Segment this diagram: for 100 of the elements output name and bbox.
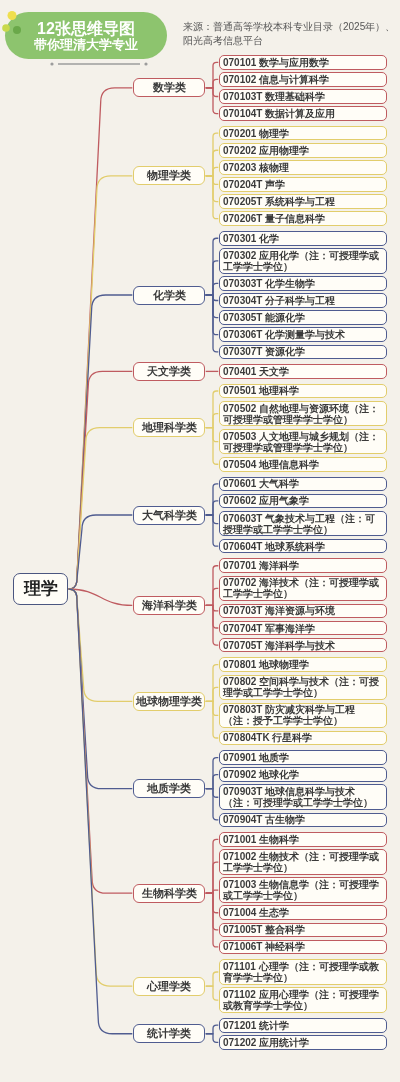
- major-box: [219, 456, 387, 472]
- major-label: 070502 自然地理与资源环境（注：可授理学或管理学学士学位）: [223, 402, 381, 425]
- major-box: [219, 510, 387, 537]
- major-label: 070702 海洋技术（注：可授理学或工学学士学位）: [223, 577, 381, 600]
- major-box: [219, 959, 387, 985]
- major-box: [219, 922, 387, 938]
- branch-line: [205, 175, 219, 220]
- major-label: 070102 信息与计算科学: [223, 73, 330, 85]
- major-box: [219, 812, 387, 828]
- category-box: [133, 166, 205, 186]
- major-box: [219, 125, 387, 141]
- category-box: [133, 418, 205, 438]
- category-label: 地理科学类: [141, 421, 197, 435]
- major-box: [219, 987, 387, 1013]
- major-box: [219, 364, 387, 379]
- major-label: 070801 地球物理学: [223, 659, 310, 671]
- major-box: [219, 832, 387, 847]
- major-label: 070804TK 行星科学: [223, 732, 313, 744]
- root-box: [13, 573, 68, 605]
- title: 12张思维导图: [37, 18, 135, 37]
- category-label: 地球物理学类: [136, 694, 202, 708]
- major-box: [219, 538, 387, 554]
- branch-line: [205, 892, 219, 948]
- category-label: 统计学类: [147, 1027, 191, 1041]
- major-label: 070704T 军事海洋学: [223, 622, 316, 634]
- source-note: 来源：普通高等学校本科专业目录（2025年）、阳光高考信息平台: [183, 20, 397, 47]
- major-label: 070705T 海洋科学与技术: [223, 639, 336, 651]
- major-box: [219, 1017, 387, 1033]
- major-label: 070305T 能源化学: [223, 312, 306, 324]
- major-label: 070903T 地球信息科学与技术（注：可授理学或工学学士学位）: [223, 786, 374, 809]
- major-label: 070803T 防灾减灾科学与工程（注：授予工学学士学位）: [223, 704, 357, 727]
- major-label: 071004 生态学: [223, 907, 290, 919]
- major-label: 070603T 气象技术与工程（注：可授理学或工学学士学位）: [223, 512, 377, 535]
- major-box: [219, 72, 387, 87]
- major-label: 070601 大气科学: [223, 478, 300, 490]
- category-label: 心理学类: [147, 979, 191, 993]
- major-box: [219, 637, 387, 653]
- major-label: 071002 生物技术（注：可授理学或工学学士学位）: [223, 851, 381, 874]
- branch-line: [205, 427, 219, 465]
- branch-line: [205, 604, 219, 646]
- major-label: 070602 应用气象学: [223, 495, 310, 507]
- major-box: [219, 55, 387, 70]
- major-label: 070204T 声学: [223, 178, 286, 190]
- category-label: 海洋科学类: [141, 598, 197, 612]
- category-label: 生物科学类: [141, 886, 197, 900]
- major-box: [219, 730, 387, 746]
- major-label: 071006T 神经科学: [223, 941, 306, 953]
- major-box: [219, 558, 387, 574]
- major-label: 070206T 量子信息科学: [223, 213, 326, 225]
- major-box: [219, 702, 387, 729]
- category-label: 数学类: [152, 81, 186, 95]
- major-box: [219, 89, 387, 104]
- major-label: 070104T 数据计算及应用: [223, 108, 336, 120]
- category-box: [133, 595, 205, 615]
- major-label: 070703T 海洋资源与环境: [223, 605, 336, 617]
- major-box: [219, 493, 387, 509]
- major-box: [219, 293, 387, 308]
- branch-line: [205, 514, 219, 547]
- major-label: 071003 生物信息学（注：可授理学或工学学士学位）: [223, 879, 381, 902]
- major-label: 071102 应用心理学（注：可授理学或教育学学士学位）: [223, 989, 380, 1012]
- branch-line: [205, 700, 219, 739]
- major-box: [219, 106, 387, 121]
- major-label: 070203 核物理: [223, 161, 290, 173]
- branch-line: [205, 87, 219, 115]
- major-label: 070503 人文地理与城乡规划（注：可授理学或管理学学士学位）: [223, 430, 381, 453]
- major-box: [219, 476, 387, 492]
- major-label: 071001 生物科学: [223, 833, 300, 845]
- major-box: [219, 400, 387, 427]
- category-box: [133, 78, 205, 98]
- major-label: 070306T 化学测量学与技术: [223, 329, 346, 341]
- major-box: [219, 310, 387, 325]
- root-label: 理学: [23, 579, 58, 599]
- major-box: [219, 939, 387, 955]
- major-label: 070904T 古生物学: [223, 814, 306, 826]
- major-box: [219, 177, 387, 192]
- category-box: [133, 883, 205, 903]
- major-label: 070501 地理科学: [223, 385, 300, 397]
- major-box: [219, 877, 387, 903]
- major-label: 070101 数学与应用数学: [223, 56, 330, 68]
- category-box: [133, 361, 205, 381]
- category-label: 物理学类: [147, 169, 191, 183]
- major-box: [219, 327, 387, 342]
- major-label: 070802 空间科学与技术（注：可授理学或工学学士学位）: [223, 676, 381, 699]
- major-label: 070205T 系统科学与工程: [223, 196, 336, 208]
- major-box: [219, 620, 387, 636]
- major-box: [219, 230, 387, 246]
- subtitle: 带你理清大学专业: [34, 37, 138, 53]
- major-box: [219, 905, 387, 921]
- branch-line: [205, 985, 219, 1001]
- major-label: 070202 应用物理学: [223, 144, 310, 156]
- major-box: [219, 1035, 387, 1050]
- major-box: [219, 767, 387, 782]
- major-box: [219, 276, 387, 291]
- major-label: 070302 应用化学（注：可授理学或工学学士学位）: [223, 249, 381, 272]
- major-label: 071201 统计学: [223, 1019, 290, 1031]
- category-box: [133, 285, 205, 305]
- branch-line: [205, 294, 219, 353]
- major-label: 071101 心理学（注：可授理学或教育学学士学位）: [223, 961, 380, 983]
- major-box: [219, 575, 387, 602]
- branch-line: [205, 1033, 219, 1043]
